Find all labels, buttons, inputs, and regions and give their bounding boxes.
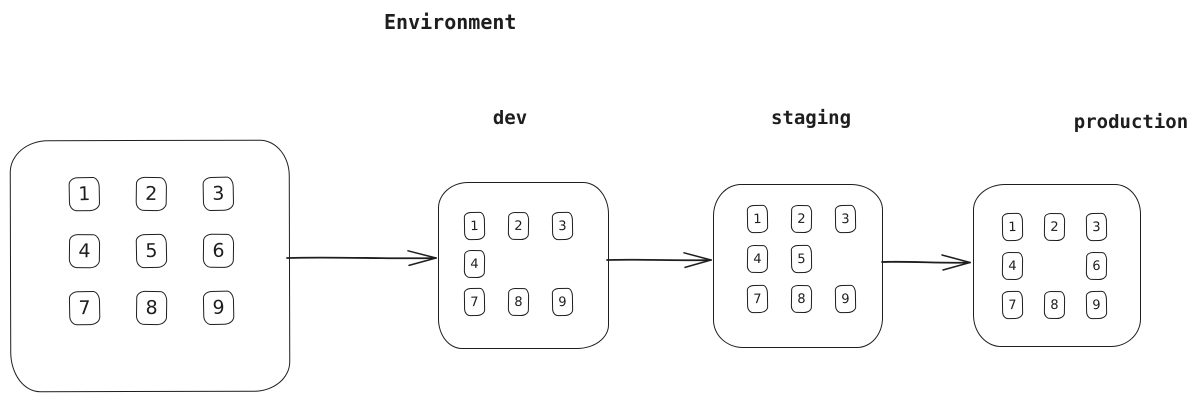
env-label-staging: staging — [770, 107, 852, 129]
item-cell: 2 — [507, 211, 530, 241]
item-cell: 5 — [135, 233, 168, 269]
item-cell: 8 — [790, 284, 813, 314]
item-cell: 7 — [68, 290, 101, 326]
item-cell: 3 — [551, 211, 574, 241]
env-box-dev: 1 2 3 4 7 8 9 — [438, 182, 609, 349]
env-label-production: production — [1073, 111, 1189, 133]
item-cell: 2 — [135, 176, 168, 212]
item-cell: 9 — [1085, 290, 1108, 320]
source-box: 1 2 3 4 5 6 7 8 9 — [9, 139, 291, 393]
production-grid: 1 2 3 4 6 7 8 9 — [1001, 212, 1108, 320]
item-cell: 7 — [746, 284, 769, 314]
arrow-staging-to-production — [881, 254, 971, 271]
source-grid: 1 2 3 4 5 6 7 8 9 — [68, 176, 235, 326]
item-cell: 4 — [1001, 251, 1024, 281]
diagram-title: Environment — [384, 10, 517, 34]
item-cell: 1 — [746, 204, 769, 234]
item-cell: 7 — [1001, 290, 1024, 320]
item-cell: 7 — [463, 287, 486, 317]
item-cell: 9 — [834, 284, 857, 314]
item-cell: 9 — [202, 290, 235, 326]
item-cell: 3 — [1085, 212, 1108, 242]
item-cell: 8 — [1043, 290, 1066, 320]
item-cell: 8 — [507, 287, 530, 317]
arrow-source-to-dev — [286, 250, 437, 267]
item-cell: 6 — [202, 233, 235, 269]
env-box-staging: 1 2 3 4 5 7 8 9 — [713, 184, 883, 348]
item-cell: 2 — [1043, 212, 1066, 242]
env-box-production: 1 2 3 4 6 7 8 9 — [973, 184, 1141, 347]
item-cell: 1 — [1001, 212, 1024, 242]
item-cell: 5 — [790, 244, 813, 274]
item-cell: 8 — [135, 290, 168, 326]
item-cell: 4 — [463, 249, 486, 279]
item-cell: 4 — [68, 233, 101, 269]
env-label-dev: dev — [492, 107, 528, 129]
item-cell: 3 — [202, 176, 235, 212]
item-cell: 3 — [834, 204, 857, 234]
item-cell: 1 — [463, 211, 486, 241]
arrow-dev-to-staging — [606, 252, 712, 269]
item-cell: 2 — [790, 204, 813, 234]
item-cell: 6 — [1085, 251, 1108, 281]
staging-grid: 1 2 3 4 5 7 8 9 — [746, 204, 857, 314]
dev-grid: 1 2 3 4 7 8 9 — [463, 211, 574, 317]
item-cell: 4 — [746, 244, 769, 274]
item-cell: 1 — [68, 176, 101, 212]
item-cell: 9 — [551, 287, 574, 317]
